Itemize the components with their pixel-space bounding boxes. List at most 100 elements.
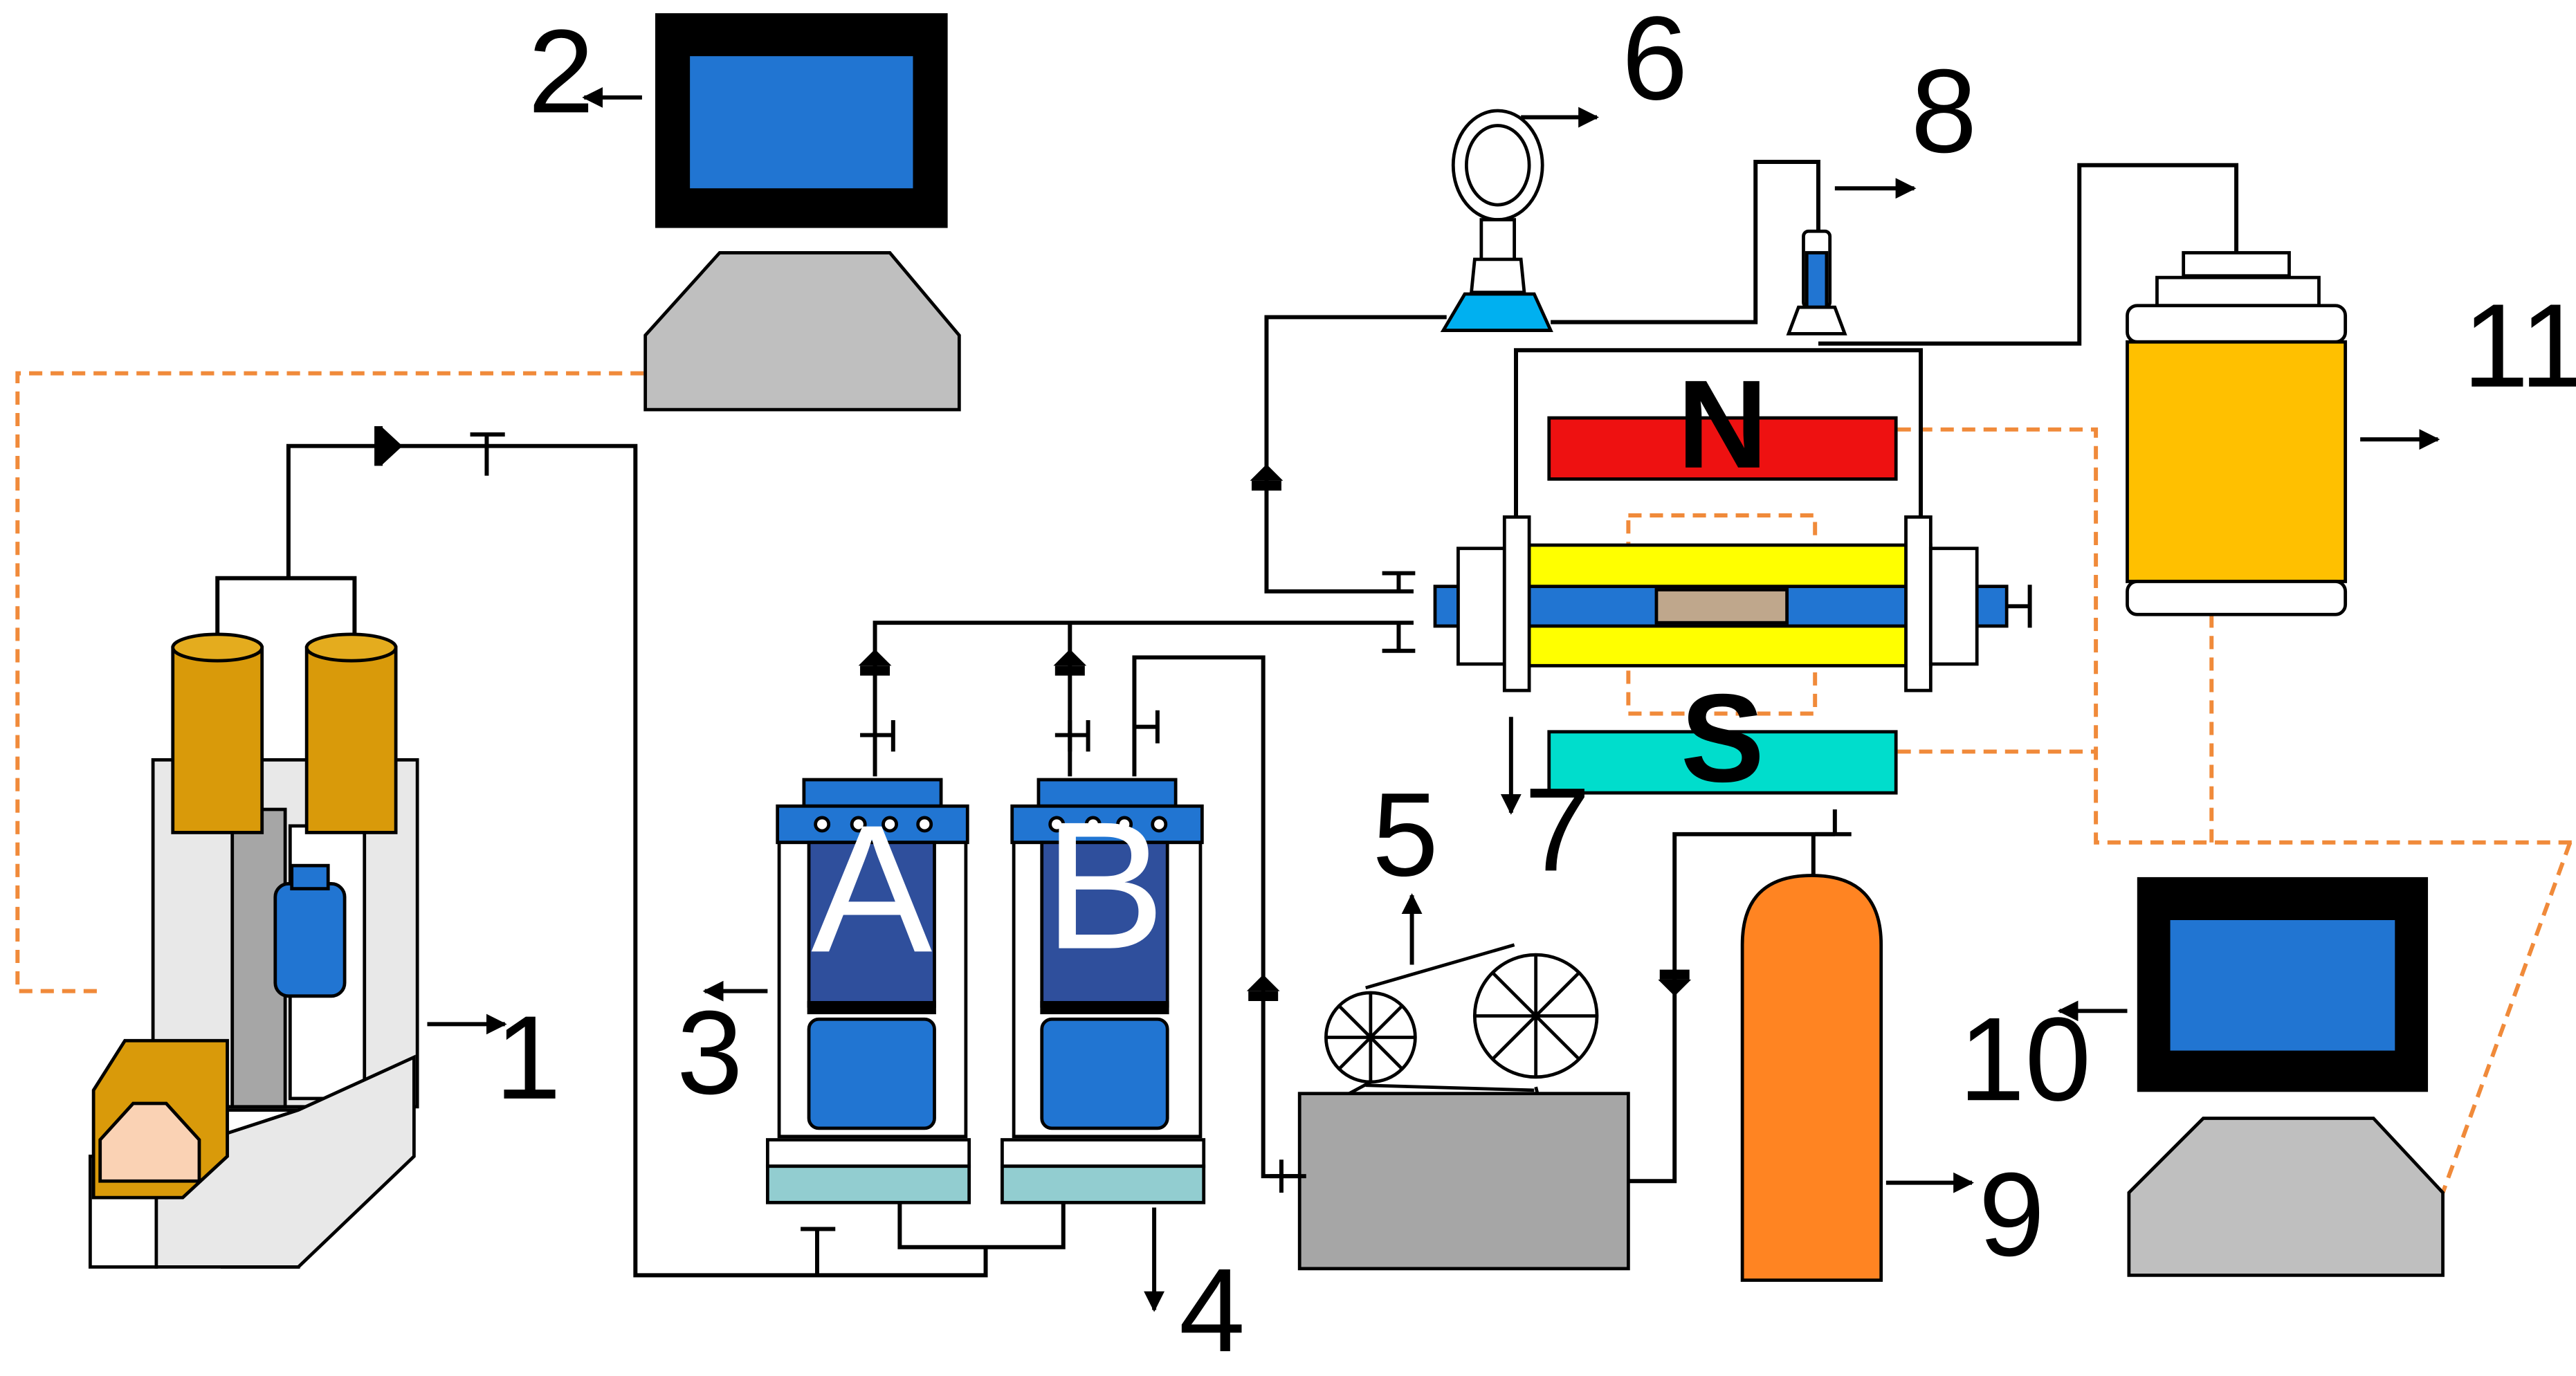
console-2 — [643, 250, 961, 412]
gauge-foot — [1440, 292, 1553, 332]
label-9: 9 — [1979, 1148, 2045, 1281]
pump-blue-jar — [273, 882, 347, 998]
flow-meter — [1786, 229, 1847, 336]
nmr-assembly — [1433, 416, 2009, 795]
pipe-pump5-to-tank — [1628, 832, 1835, 1184]
monitor-2-screen — [686, 53, 917, 192]
monitor-10-screen — [2166, 917, 2399, 1054]
cylinder-a — [765, 778, 971, 1204]
console-10 — [2127, 1117, 2445, 1277]
signal-line-magnet-north — [1897, 427, 2576, 845]
accumulator-top-plate — [2155, 275, 2321, 308]
cylinder-b-flange — [1010, 804, 1204, 845]
check-valve-cylinder-a-bar — [860, 666, 890, 676]
vacuum-pump-belt — [1365, 943, 1535, 1092]
gas-cylinder — [1740, 874, 1883, 1282]
label-11: 11 — [2463, 279, 2576, 412]
magnet-north — [1547, 416, 1898, 481]
accumulator-body — [2126, 340, 2348, 583]
meter-fluid — [1805, 250, 1829, 309]
check-valve-gauge-line — [1250, 464, 1284, 481]
pipe-cylinder-a-outlet — [873, 621, 1414, 777]
gauge-base — [1469, 257, 1526, 295]
cylinder-a-bolt-3 — [881, 816, 898, 833]
pipe-magnet-frame — [1514, 348, 1923, 515]
valve-core-outlet — [2007, 585, 2032, 628]
vacuum-pump-body — [1297, 1092, 1630, 1271]
cylinder-a-top-cap — [802, 778, 943, 808]
label-3: 3 — [677, 987, 743, 1119]
valve-tank — [1815, 809, 1852, 836]
signal-line-computer-10 — [2440, 841, 2573, 1193]
cylinder-b-base — [1001, 1164, 1206, 1204]
pipe-pump-outlet — [286, 443, 988, 1278]
cylinder-b-bolt-1 — [1048, 816, 1066, 833]
pump-motor-face — [98, 1101, 201, 1183]
end-cap-left-outer — [1456, 547, 1506, 666]
displacement-pump — [88, 632, 419, 1269]
cylinder-b-label: B — [1044, 784, 1165, 987]
label-7: 7 — [1524, 763, 1591, 896]
core-sample — [1654, 588, 1789, 625]
gauge-stem — [1479, 218, 1517, 262]
computer-10 — [2127, 877, 2445, 1277]
check-valve-pump-bar — [374, 426, 383, 466]
cylinder-b-bolt-2 — [1084, 816, 1102, 833]
cylinder-a-base-plate — [765, 1138, 971, 1168]
pump-cylinder-right — [304, 645, 398, 834]
accumulator-bottom-rim — [2126, 580, 2348, 616]
cylinder-b-bolt-4 — [1151, 816, 1168, 833]
valve-pump-outlet — [470, 432, 505, 476]
check-valve-tank-line-bar — [1659, 969, 1690, 980]
computer-2 — [643, 13, 961, 412]
pump-cylinder-right-cap — [304, 632, 398, 663]
check-valve-b-side-bar — [1248, 991, 1279, 1001]
cylinder-a-bolt-1 — [814, 816, 831, 833]
valve-cylinder-b-2 — [1134, 710, 1160, 744]
label-8: 8 — [1911, 45, 1977, 178]
cylinder-a-label: A — [811, 787, 933, 990]
pressure-gauge — [1440, 109, 1553, 332]
pipe-to-accumulator — [1818, 163, 2239, 346]
valve-cylinder-a — [860, 720, 895, 752]
check-valve-b-side — [1246, 974, 1280, 991]
cylinder-a-lower — [807, 1017, 936, 1130]
pulley-small-spokes — [1326, 993, 1416, 1082]
pulley-large-spokes — [1474, 955, 1598, 1077]
cylinder-b-base-plate — [1001, 1138, 1206, 1168]
label-4: 4 — [1179, 1244, 1245, 1376]
pump-inner-panel — [230, 807, 287, 1109]
check-valve-cylinder-b-bar — [1054, 666, 1085, 676]
end-cap-right-outer — [1928, 547, 1979, 666]
pump-cylinder-left — [171, 645, 264, 834]
check-valve-cylinder-a — [858, 649, 892, 666]
cylinder-a-piston — [807, 1000, 936, 1015]
valve-bottom-line — [801, 1227, 836, 1276]
pump-blue-jar-cap — [290, 863, 330, 890]
pump-base-slab — [154, 1054, 416, 1269]
magnet-south-label: S — [1681, 668, 1764, 808]
cylinder-b — [1001, 778, 1206, 1204]
valves — [470, 432, 2032, 1276]
label-10: 10 — [1959, 993, 2091, 1126]
cylinder-b-upper — [1040, 841, 1169, 1008]
valve-holder-upper — [1382, 571, 1416, 591]
accumulator-top-rim — [2126, 304, 2348, 344]
valve-cylinder-b-1 — [1054, 720, 1090, 752]
cylinder-b-piston — [1040, 1000, 1169, 1015]
pipelines — [215, 160, 2239, 1278]
end-cap-right-inner — [1904, 515, 1933, 692]
meter-base — [1786, 305, 1847, 336]
component-labels: 1 2 3 4 5 6 7 8 9 10 11 N S A B — [495, 0, 2576, 1376]
cylinder-a-bolt-4 — [916, 816, 933, 833]
gauge-ring-inner — [1464, 124, 1531, 207]
gas-cylinder-body — [1740, 874, 1883, 1282]
cylinder-b-bolt-3 — [1116, 816, 1133, 833]
check-valves — [374, 426, 1692, 1001]
label-5: 5 — [1372, 769, 1438, 901]
pump-cylinder-left-cap — [171, 632, 264, 663]
magnet-north-label: N — [1677, 355, 1768, 495]
check-valve-cylinder-b — [1053, 649, 1087, 666]
label-1: 1 — [495, 991, 561, 1124]
